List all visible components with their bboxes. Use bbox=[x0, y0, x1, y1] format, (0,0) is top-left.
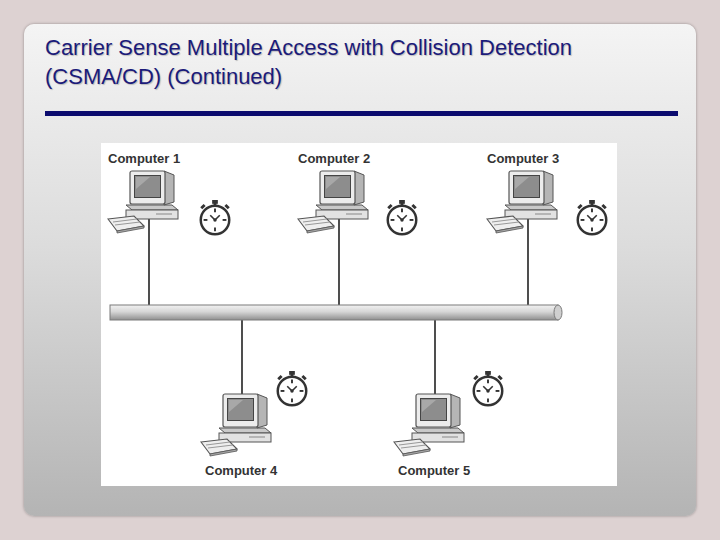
computer-node: Computer 2 bbox=[296, 150, 382, 239]
computer-label: Computer 4 bbox=[199, 462, 285, 479]
computer-label: Computer 3 bbox=[485, 150, 571, 167]
computer-node: Computer 5 bbox=[392, 390, 478, 479]
slide-title: Carrier Sense Multiple Access with Colli… bbox=[45, 33, 585, 91]
computer-node: Computer 1 bbox=[106, 150, 192, 239]
computer-label: Computer 2 bbox=[296, 150, 382, 167]
computer-label: Computer 5 bbox=[392, 462, 478, 479]
computer-node: Computer 4 bbox=[199, 390, 285, 479]
computer-label: Computer 1 bbox=[106, 150, 192, 167]
computer-icon bbox=[106, 167, 186, 239]
stopwatch-icons bbox=[200, 200, 607, 405]
computer-icon bbox=[392, 390, 472, 462]
computer-icon bbox=[485, 167, 565, 239]
computer-icon bbox=[296, 167, 376, 239]
computer-node: Computer 3 bbox=[485, 150, 571, 239]
bus-cable bbox=[110, 305, 562, 320]
title-rule bbox=[45, 111, 678, 116]
computer-icon bbox=[199, 390, 279, 462]
